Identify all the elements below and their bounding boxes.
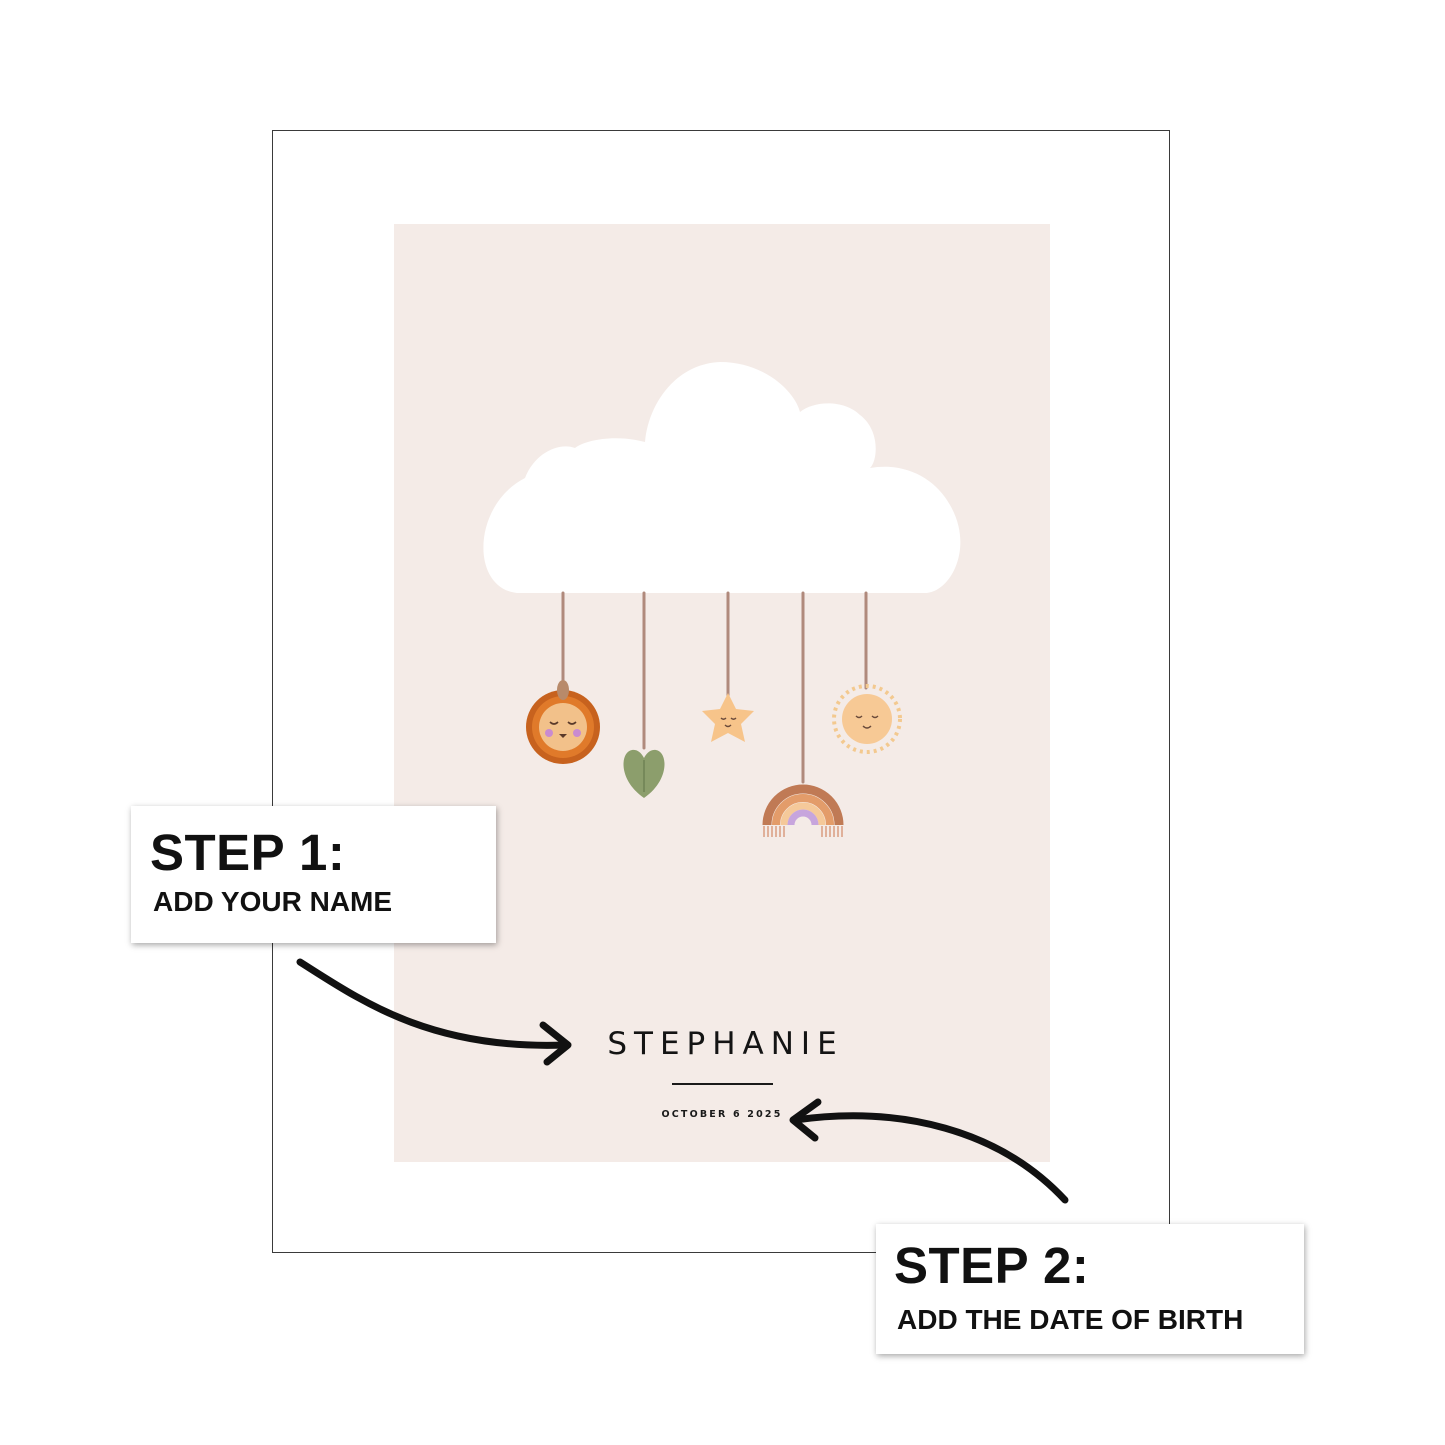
lion-icon [526,680,600,764]
sun-icon [832,684,902,754]
cloud-icon [483,362,961,593]
step-2-card: STEP 2: ADD THE DATE OF BIRTH [876,1224,1304,1354]
baby-name[interactable]: STEPHANIE [607,1026,844,1062]
step-1-title: STEP 1: [150,824,346,881]
divider-line [672,1083,773,1085]
rainbow-icon [762,784,844,837]
birth-date[interactable]: OCTOBER 6 2025 [661,1109,783,1120]
step-2-subtitle: ADD THE DATE OF BIRTH [897,1304,1244,1335]
star-icon [702,693,754,742]
step-2-title: STEP 2: [894,1237,1090,1294]
step-1-subtitle: ADD YOUR NAME [153,886,393,917]
step-1-card: STEP 1: ADD YOUR NAME [131,806,496,943]
